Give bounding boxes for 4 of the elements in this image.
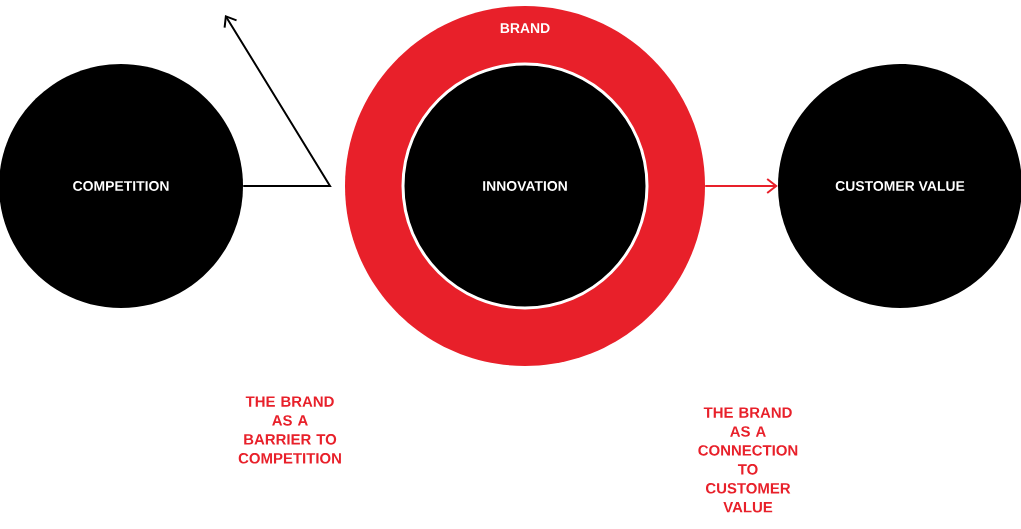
- arrow: [223, 15, 332, 187]
- arrow: [704, 178, 778, 194]
- caption-text: THE BRAND AS A CONNECTION TO CUSTOMER VALUE: [698, 407, 798, 513]
- caption-text: THE BRAND AS A BARRIER TO COMPETITION: [238, 396, 341, 464]
